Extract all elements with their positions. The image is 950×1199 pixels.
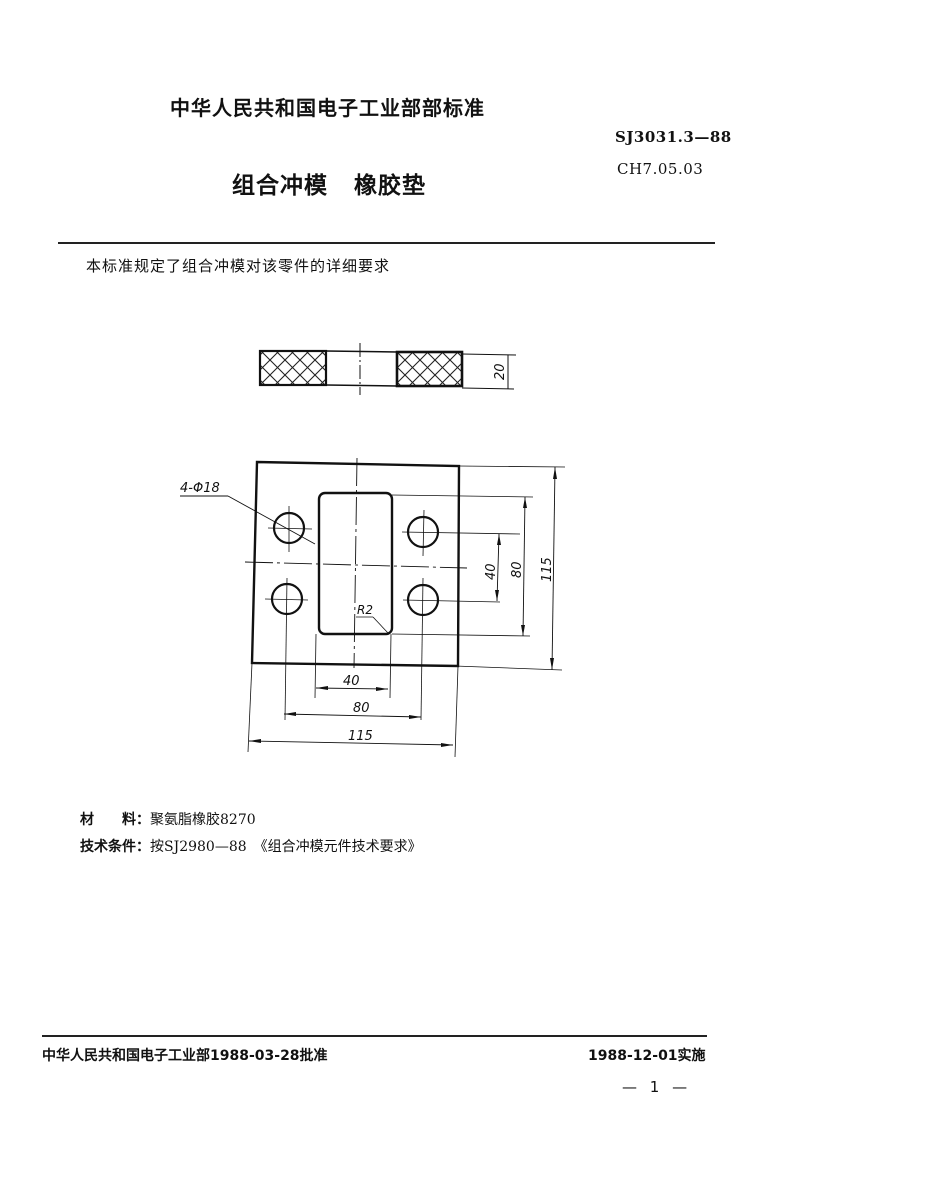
material-label: 材 料： xyxy=(80,812,150,828)
horizontal-dimension-80: 80 xyxy=(353,701,370,716)
scope-statement: 本标准规定了组合冲模对该零件的详细要求 xyxy=(86,257,391,275)
mounting-hole xyxy=(267,506,313,552)
tech-conditions-value: 按SJ2980—88 《组合冲模元件技术要求》 xyxy=(150,839,422,855)
page-number: — 1 — xyxy=(622,1078,692,1096)
issuing-authority: 中华人民共和国电子工业部部标准 xyxy=(170,96,485,120)
mounting-hole xyxy=(401,509,521,557)
vertical-dimension-115: 115 xyxy=(540,557,555,582)
mounting-hole xyxy=(264,577,309,721)
effective-date: 1988-12-01实施 xyxy=(588,1048,706,1064)
footer-divider xyxy=(42,1035,707,1037)
tech-conditions-label: 技术条件： xyxy=(80,839,150,855)
section-view: 20 xyxy=(258,343,517,395)
horizontal-dimension-40: 40 xyxy=(343,674,360,689)
technical-conditions: 技术条件：按SJ2980—88 《组合冲模元件技术要求》 xyxy=(80,836,422,856)
vertical-dimension-40: 40 xyxy=(484,563,499,580)
document-title: 组合冲模橡胶垫 xyxy=(232,166,426,200)
hole-callout: 4-Φ18 xyxy=(180,481,220,496)
mounting-hole xyxy=(402,577,501,721)
title-part-2: 橡胶垫 xyxy=(354,173,426,199)
vertical-dimension-80: 80 xyxy=(510,561,525,578)
thickness-dimension: 20 xyxy=(493,363,508,380)
standard-number: SJ3031.3—88 xyxy=(615,128,732,146)
horizontal-dimension-115: 115 xyxy=(348,729,373,744)
approval-statement: 中华人民共和国电子工业部1988-03-28批准 xyxy=(42,1048,328,1064)
title-part-1: 组合冲模 xyxy=(232,173,328,199)
material-spec: 材 料：聚氨脂橡胶8270 xyxy=(80,809,256,829)
header-divider xyxy=(58,242,715,244)
plan-view: 4-Φ18 R2 40 80 115 40 xyxy=(180,457,566,758)
material-value: 聚氨脂橡胶8270 xyxy=(150,812,256,828)
corner-radius-callout: R2 xyxy=(357,603,373,617)
classification-number: CH7.05.03 xyxy=(617,160,704,178)
